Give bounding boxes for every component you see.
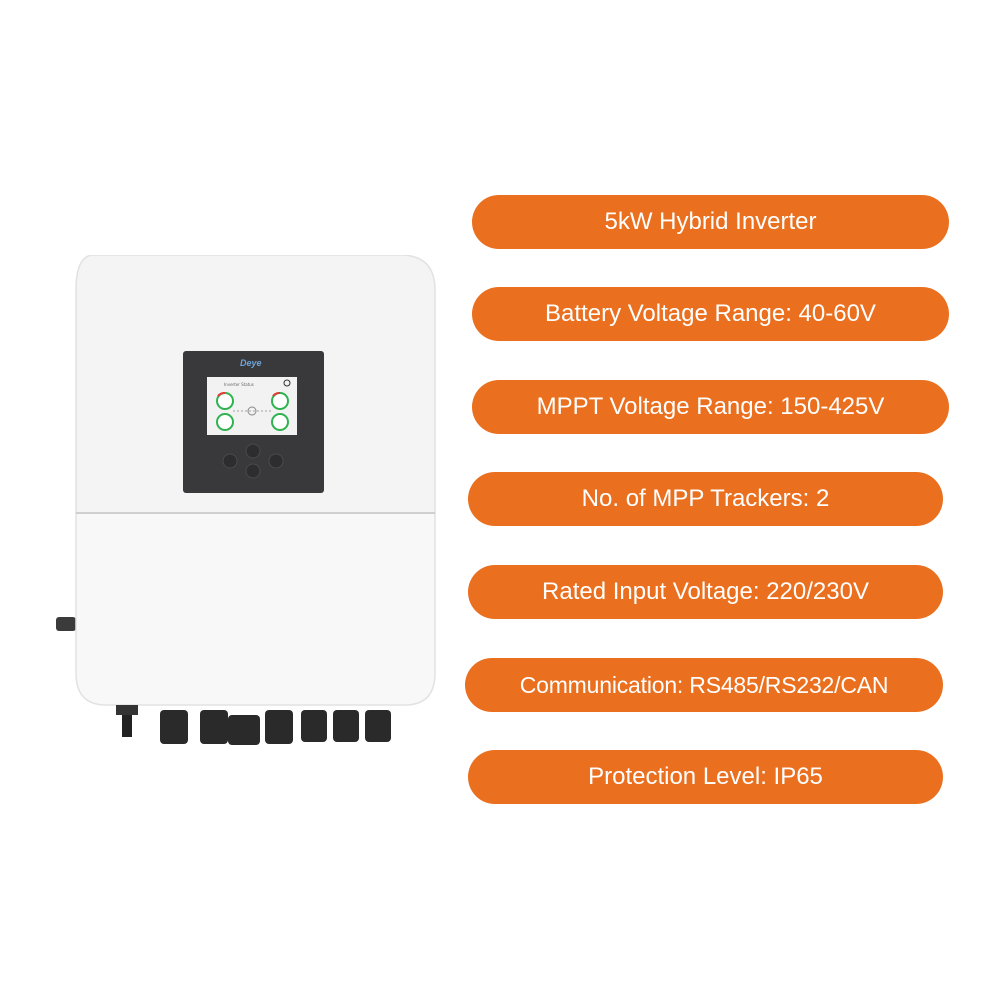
spec-label-battery-voltage: Battery Voltage Range: 40-60V (472, 287, 949, 341)
brand-logo: Deye (240, 358, 262, 368)
spec-label-mppt-voltage: MPPT Voltage Range: 150-425V (472, 380, 949, 434)
spec-label-protection: Protection Level: IP65 (468, 750, 943, 804)
inverter-illustration: Inverter Status (56, 255, 436, 745)
inverter-device-image: Inverter Status Deye (56, 255, 441, 755)
spec-label-communication: Communication: RS485/RS232/CAN (465, 658, 943, 712)
spec-label-power: 5kW Hybrid Inverter (472, 195, 949, 249)
spec-label-mpp-trackers: No. of MPP Trackers: 2 (468, 472, 943, 526)
spec-label-input-voltage: Rated Input Voltage: 220/230V (468, 565, 943, 619)
svg-text:Inverter Status: Inverter Status (224, 382, 254, 387)
